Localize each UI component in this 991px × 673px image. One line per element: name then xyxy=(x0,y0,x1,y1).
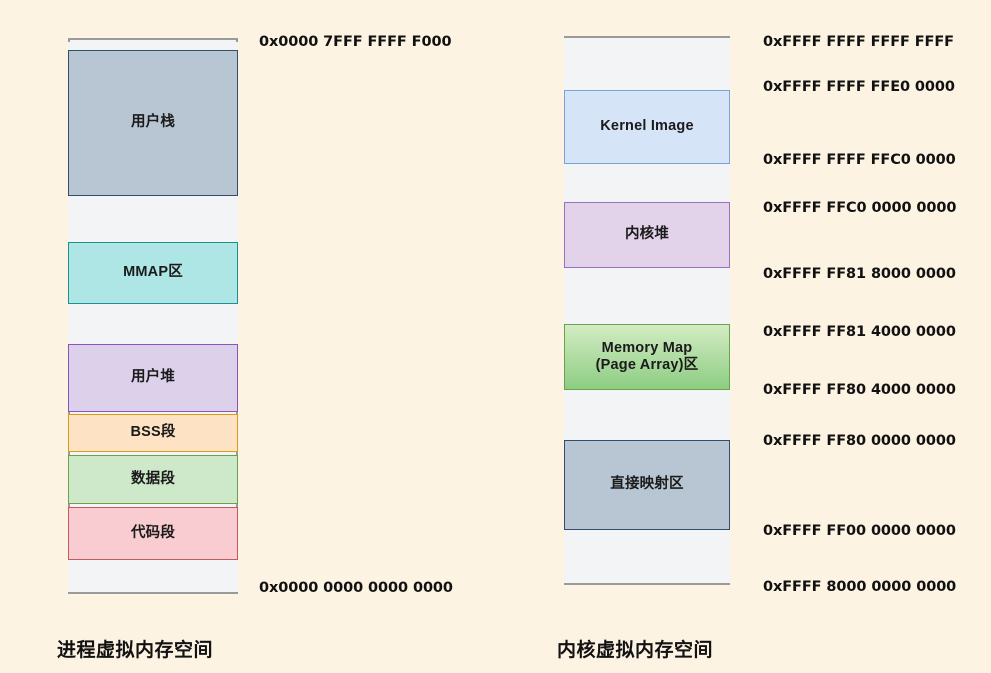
kernel-address-label-5: 0xFFFF FF81 4000 0000 xyxy=(763,324,956,340)
kernel-unmapped-gap-2 xyxy=(564,164,730,202)
process-text-segment: 代码段 xyxy=(68,507,238,560)
kernel-kernel-image: Kernel Image xyxy=(564,90,730,164)
process-memory-column: 用户栈 MMAP区用户堆 BSS段数据段代码段 xyxy=(68,38,238,594)
process-mmap-area: MMAP区 xyxy=(68,242,238,304)
process-bss-segment-label: BSS段 xyxy=(130,424,176,441)
kernel-address-label-8: 0xFFFF FF00 0000 0000 xyxy=(763,523,956,539)
process-space-caption: 进程虚拟内存空间 xyxy=(57,640,214,661)
process-text-segment-label: 代码段 xyxy=(130,524,176,541)
kernel-direct-mapping-area-label: 直接映射区 xyxy=(610,476,684,493)
process-mmap-area-label: MMAP区 xyxy=(123,264,183,281)
process-unmapped-gap-9 xyxy=(68,560,238,592)
process-address-label-0: 0x0000 7FFF FFFF F000 xyxy=(259,34,452,50)
kernel-memory-column: Kernel Image 内核堆 Memory Map (Page Array)区直… xyxy=(564,36,730,585)
kernel-kernel-heap: 内核堆 xyxy=(564,202,730,268)
kernel-kernel-heap-label: 内核堆 xyxy=(624,226,670,243)
kernel-address-label-6: 0xFFFF FF80 4000 0000 xyxy=(763,382,956,398)
process-user-stack-label: 用户栈 xyxy=(130,114,176,131)
process-bss-segment: BSS段 xyxy=(68,414,238,452)
process-address-label-1: 0x0000 0000 0000 0000 xyxy=(259,580,453,596)
kernel-address-label-4: 0xFFFF FF81 8000 0000 xyxy=(763,266,956,282)
process-user-heap-label: 用户堆 xyxy=(130,369,176,386)
process-data-segment-label: 数据段 xyxy=(130,470,176,487)
kernel-address-label-9: 0xFFFF 8000 0000 0000 xyxy=(763,579,957,595)
kernel-address-label-3: 0xFFFF FFC0 0000 0000 xyxy=(763,200,957,216)
kernel-kernel-image-label: Kernel Image xyxy=(600,118,694,135)
process-user-stack: 用户栈 xyxy=(68,50,238,196)
kernel-direct-mapping-area: 直接映射区 xyxy=(564,440,730,530)
kernel-unmapped-gap-4 xyxy=(564,268,730,324)
kernel-unmapped-gap-6 xyxy=(564,390,730,440)
kernel-unmapped-gap-8 xyxy=(564,530,730,583)
kernel-memory-map-page-array: Memory Map (Page Array)区 xyxy=(564,324,730,390)
process-unmapped-gap-0 xyxy=(68,42,238,50)
process-unmapped-gap-2 xyxy=(68,196,238,242)
process-user-heap: 用户堆 xyxy=(68,344,238,412)
kernel-unmapped-gap-0 xyxy=(564,38,730,90)
kernel-address-label-0: 0xFFFF FFFF FFFF FFFF xyxy=(763,34,954,50)
kernel-address-label-7: 0xFFFF FF80 0000 0000 xyxy=(763,433,956,449)
process-unmapped-gap-4 xyxy=(68,304,238,344)
kernel-address-label-2: 0xFFFF FFFF FFC0 0000 xyxy=(763,152,956,168)
kernel-memory-map-page-array-label: Memory Map (Page Array)区 xyxy=(595,339,699,373)
process-data-segment: 数据段 xyxy=(68,455,238,504)
kernel-address-label-1: 0xFFFF FFFF FFE0 0000 xyxy=(763,79,955,95)
kernel-space-caption: 内核虚拟内存空间 xyxy=(557,640,714,661)
